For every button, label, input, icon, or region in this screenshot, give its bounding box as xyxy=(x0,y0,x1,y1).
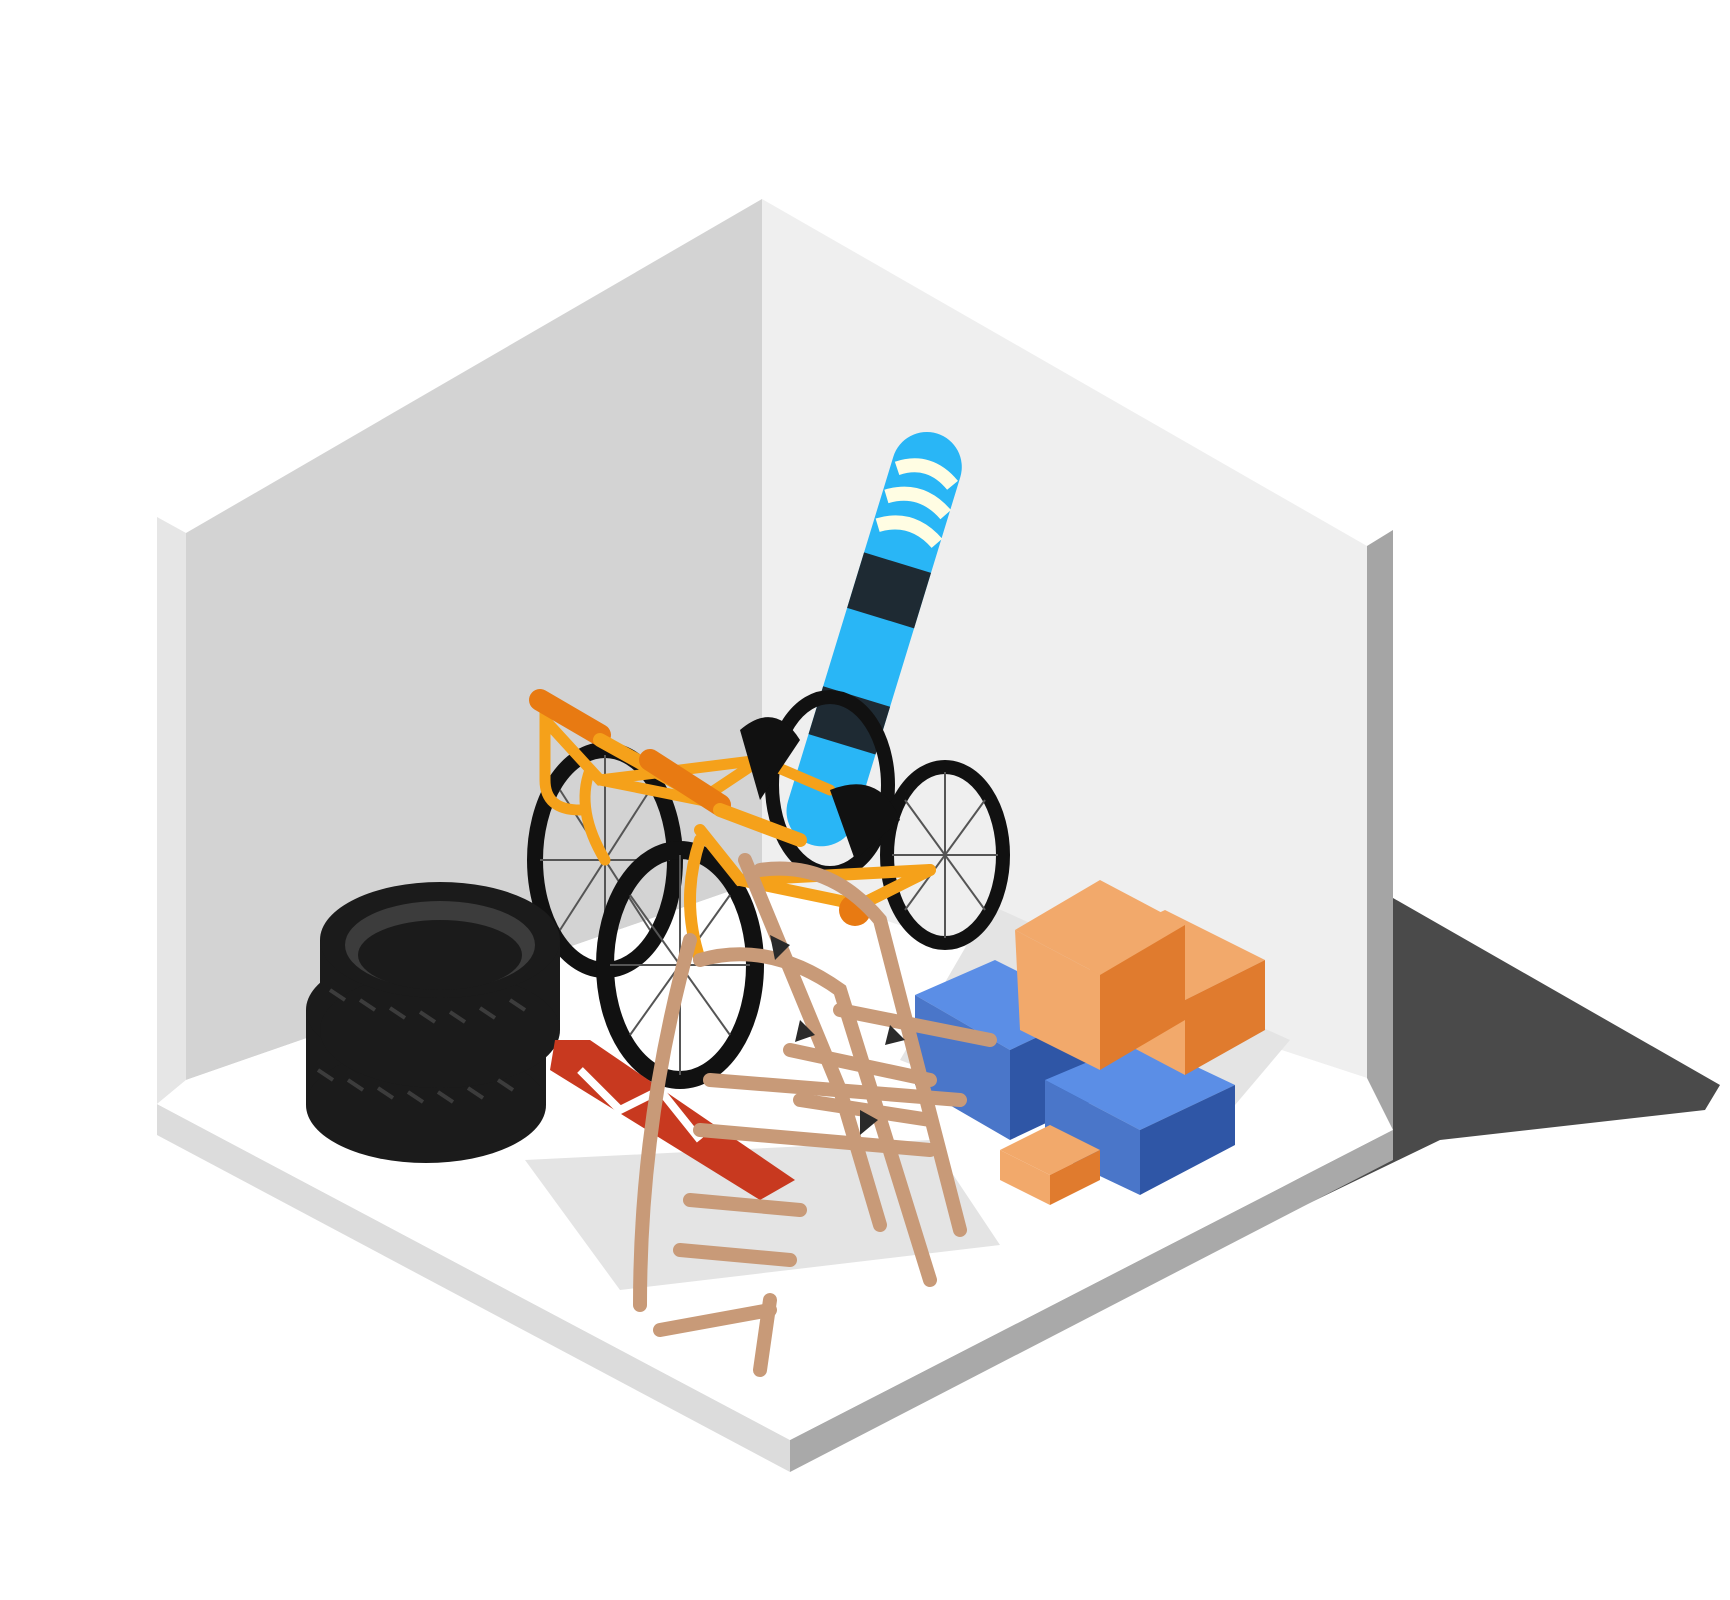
sled xyxy=(550,1040,795,1200)
snowboard-binding xyxy=(847,552,932,629)
cardboard-boxes xyxy=(1000,880,1265,1205)
bike-handlebar xyxy=(713,803,807,847)
right-wall-rim xyxy=(1367,530,1393,1130)
tire-top xyxy=(320,882,560,1088)
snowboard-stripe xyxy=(875,458,958,549)
storage-room xyxy=(157,199,1393,1472)
floor-lip-front xyxy=(157,1080,790,1440)
cardboard-box xyxy=(1000,1125,1100,1205)
floor-side-edge xyxy=(790,1130,1393,1472)
bike-handlebar xyxy=(639,749,731,816)
folding-chairs xyxy=(633,853,997,1377)
tire-stack xyxy=(306,882,560,1163)
chair-hinges xyxy=(770,935,905,1135)
cast-shadow xyxy=(788,898,1720,1455)
floor-front-edge xyxy=(157,1104,790,1472)
bike-wheel xyxy=(596,841,764,1089)
left-wall-rim xyxy=(157,517,186,1104)
bike-saddle xyxy=(740,717,800,800)
right-wall xyxy=(762,199,1367,1078)
folding-chair-front xyxy=(633,933,967,1377)
floor-lip-side xyxy=(790,1078,1393,1440)
bicycle-front xyxy=(596,749,936,1089)
bike-saddle xyxy=(830,784,900,860)
tire-tread-pattern xyxy=(316,988,527,1104)
bike-handlebar xyxy=(529,689,611,746)
cardboard-box xyxy=(1015,880,1185,1070)
bike-wheel xyxy=(880,760,1010,950)
